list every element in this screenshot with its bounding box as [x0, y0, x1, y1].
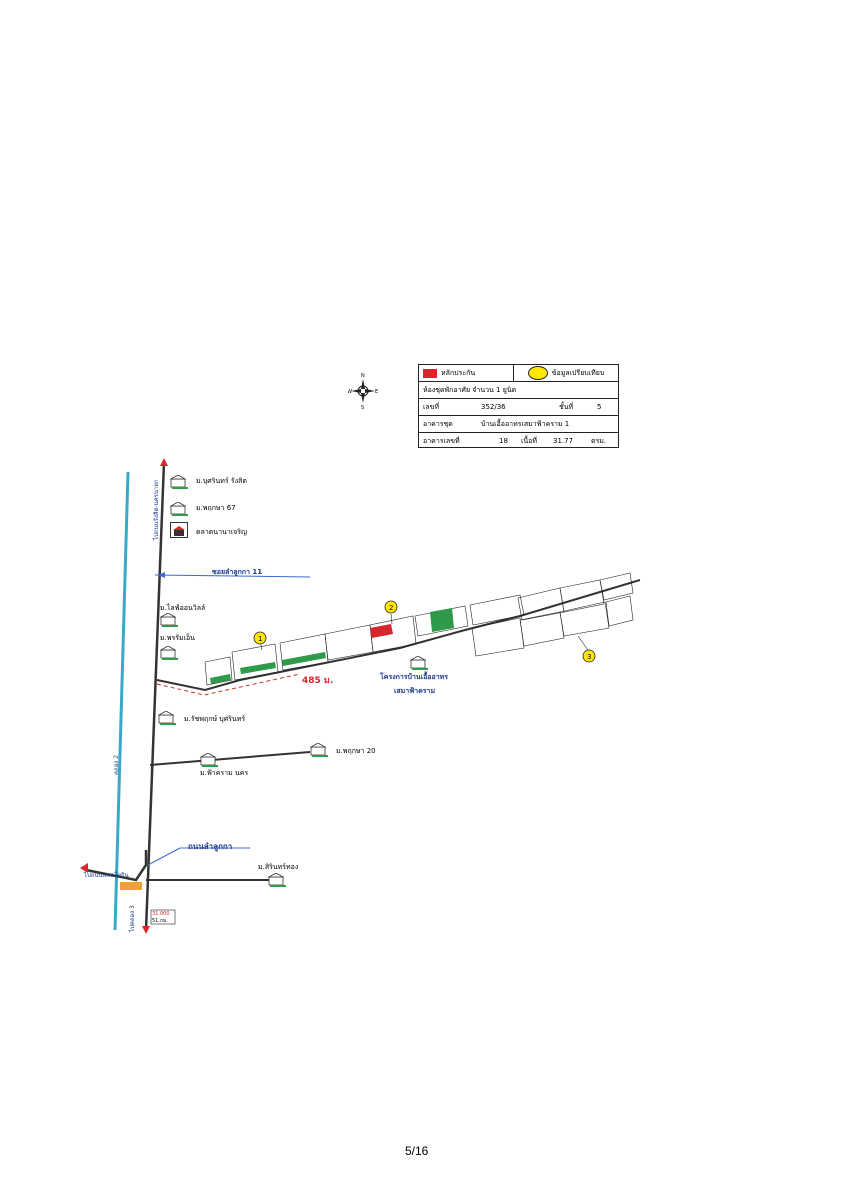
distance-line — [156, 673, 301, 696]
market-icon — [170, 522, 188, 538]
label-to-left: ไปถนนพหลโยธิน — [84, 872, 129, 879]
green-area — [430, 608, 454, 632]
legend-comparison-label: ข้อมูลเปรียบเทียบ — [551, 368, 605, 377]
label-village-sirin: ม.สิรินทร์ทอง — [258, 863, 299, 871]
legend-area-value: 31.77 — [553, 437, 574, 445]
legend-area-unit: ตรม. — [591, 436, 607, 445]
to-bottom-label: ไปคลอง 3 — [128, 905, 136, 933]
arrow-west-icon — [80, 863, 88, 873]
km-post-2: 51.กม. — [152, 918, 168, 924]
label-village-fah: ม.ฟ้าคราม นคร — [200, 769, 249, 777]
main-road — [144, 461, 166, 931]
canal-label: คลอง 2 — [113, 755, 120, 775]
marker-1-label: 1 — [258, 635, 262, 643]
village-icon — [159, 612, 180, 627]
label-road-lamlukka: ถนนลำลูกกา — [188, 842, 233, 851]
legend-floor-value: 5 — [597, 403, 602, 411]
legend-box: หลักประกัน ข้อมูลเปรียบเทียบ ห้องชุดพักอ… — [418, 364, 619, 448]
legend-no-label: เลขที่ — [423, 402, 440, 411]
comparison-marker-1: 1 — [253, 631, 267, 651]
green-strip-2 — [282, 652, 326, 666]
legend-collateral-label: หลักประกัน — [441, 368, 476, 377]
comparison-marker-2: 2 — [384, 600, 398, 625]
label-village-rat: ม.รัชพฤกษ์ บุศรินทร์ — [184, 715, 246, 723]
project-icon — [409, 655, 430, 670]
collateral-swatch — [423, 368, 437, 378]
building-blocks — [204, 572, 634, 686]
compass-w: W — [348, 389, 352, 395]
shop-sign-icon — [120, 882, 142, 890]
village-icon — [157, 710, 178, 725]
canal-line — [113, 471, 130, 931]
village-icon — [267, 872, 288, 887]
village-icon — [169, 474, 190, 489]
label-project-1: โครงการบ้านเอื้ออาทร — [380, 673, 449, 681]
green-strip-1 — [240, 662, 276, 674]
legend-area-label: เนื้อที่ — [521, 436, 537, 445]
label-soi-lamlukka11: ซอยลำลูกกา 11 — [212, 568, 263, 576]
compass-e: E — [375, 389, 378, 395]
village-icon — [309, 742, 330, 757]
label-village-pruksa67: ม.พฤกษา 67 — [196, 504, 236, 512]
label-village-pornsom: ม.พรรัมเอ็น — [160, 634, 195, 642]
km-post-1: 31.000 — [152, 911, 170, 917]
left-road — [85, 850, 148, 882]
compass-icon: N S W E — [348, 373, 378, 410]
legend-bldg-no-value: 18 — [499, 437, 508, 445]
compass-s: S — [361, 405, 364, 410]
soi11-pointer — [154, 574, 311, 578]
green-strip-3 — [210, 674, 231, 684]
label-project-2: เสมาฟ้าคราม — [394, 687, 436, 695]
marker-3-label: 3 — [587, 653, 591, 661]
label-market: ตลาดนานาเจริญ — [196, 528, 247, 536]
collateral-marker — [370, 624, 393, 638]
village-icon — [199, 752, 220, 767]
arrow-south-icon — [142, 926, 150, 934]
legend-bldg-no-label: อาคารเลขที่ — [423, 436, 460, 445]
km-post — [150, 909, 176, 925]
marker-2-label: 2 — [389, 604, 393, 612]
road-lamlukka-pointer — [147, 847, 181, 866]
page-number: 5/16 — [405, 1144, 429, 1158]
to-top-label: ไปถนนรังสิต-นครนายก — [152, 479, 160, 541]
legend-building-value: บ้านเอื้ออาทรเสมาฟ้าคราม 1 — [481, 419, 570, 428]
comparison-marker-3: 3 — [577, 635, 596, 663]
comparison-swatch — [527, 366, 548, 380]
legend-no-value: 352/36 — [481, 403, 506, 411]
label-village-pruksa20: ม.พฤกษา 20 — [336, 747, 376, 755]
project-road — [156, 579, 641, 692]
legend-building-label: อาคารชุด — [423, 419, 453, 428]
label-village-lake: ม.ไลฟ์ออนวิลล์ — [160, 604, 206, 612]
compass-n: N — [361, 373, 365, 379]
label-village-srisuk: ม.บุศรินทร์ รังสิต — [196, 477, 247, 485]
legend-floor-label: ชั้นที่ — [559, 402, 574, 411]
road-pruksa20 — [149, 751, 311, 766]
village-icon — [169, 501, 190, 516]
legend-title: ห้องชุดพักอาศัย จำนวน 1 ยูนิต — [423, 385, 517, 394]
label-distance: 485 ม. — [302, 676, 334, 686]
arrow-north-icon — [160, 458, 168, 466]
village-icon — [159, 645, 180, 660]
